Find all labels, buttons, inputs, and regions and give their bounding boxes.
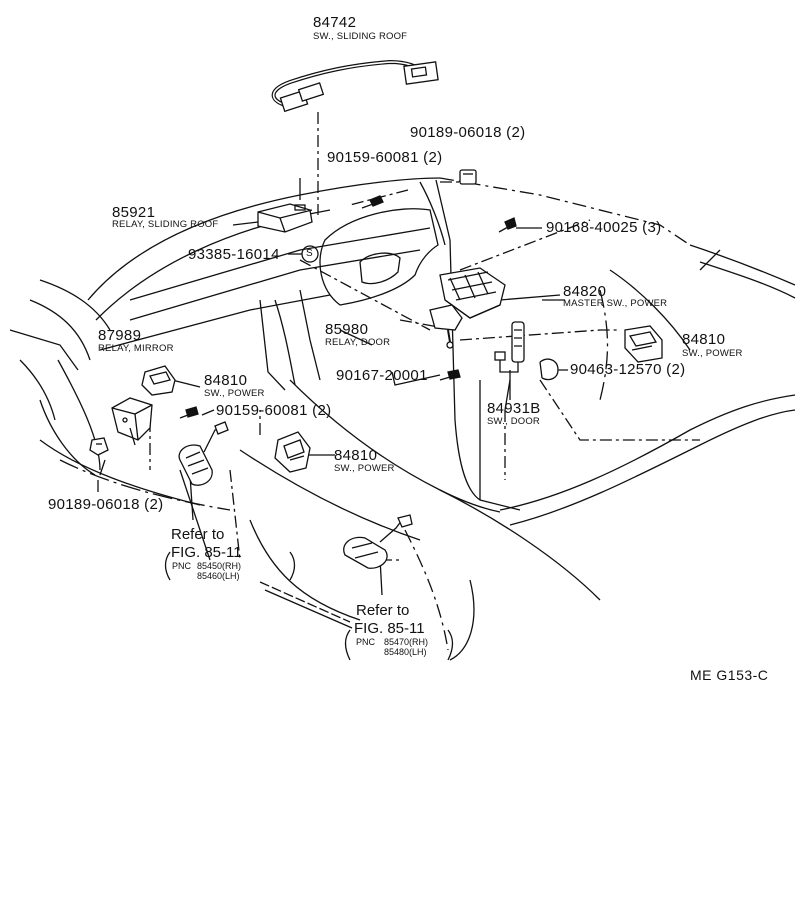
s-symbol-circle	[301, 245, 319, 263]
screw-90159-top	[361, 195, 384, 209]
label-85921-number: 85921	[112, 204, 156, 221]
label-84931-desc: SW., DOOR	[487, 416, 540, 427]
power-switch-left-upper	[141, 365, 176, 396]
ref-right-refer: Refer to	[356, 602, 410, 619]
label-90463: 90463-12570 (2)	[570, 361, 686, 378]
power-switch-right	[624, 325, 663, 363]
label-90159-top: 90159-60081 (2)	[327, 149, 443, 166]
label-84810-right-desc: SW., POWER	[682, 348, 743, 359]
label-85980-number: 85980	[325, 321, 369, 338]
clip-90463	[539, 358, 559, 381]
label-90168: 90168-40025 (3)	[546, 219, 662, 236]
ref-left-lh: 85460(LH)	[197, 571, 240, 581]
s-symbol-label: S	[306, 248, 313, 259]
vehicle-body-outline	[9, 177, 796, 661]
ref-left-fig: FIG. 85-11	[171, 544, 242, 561]
sliding-roof-switch-harness	[271, 59, 439, 113]
mirror-relay	[111, 397, 153, 446]
sliding-roof-relay	[257, 203, 313, 233]
master-power-switch	[439, 267, 506, 319]
label-90189-top: 90189-06018 (2)	[410, 124, 526, 141]
label-84820-number: 84820	[563, 283, 607, 300]
label-87989-number: 87989	[98, 327, 142, 344]
ref-right-pnc: PNC	[356, 637, 376, 647]
ref-left-pnc: PNC	[172, 561, 192, 571]
label-84810-left-number: 84810	[204, 372, 248, 389]
label-84810-mid-desc: SW., POWER	[334, 463, 395, 474]
door-relay	[429, 304, 463, 349]
clip-90189-top	[459, 169, 477, 185]
door-switch	[494, 321, 525, 373]
ref-right-fig: FIG. 85-11	[354, 620, 425, 637]
ref-right-rh: 85470(RH)	[384, 637, 429, 647]
label-84810-left-desc: SW., POWER	[204, 388, 265, 399]
power-switch-lower	[274, 431, 311, 473]
figure-code: ME G153-C	[690, 667, 769, 683]
ref-left-rh: 85450(RH)	[197, 561, 242, 571]
label-93385: 93385-16014	[188, 246, 280, 263]
clip-90189-bottom	[89, 437, 109, 456]
label-84742-number: 84742	[313, 14, 357, 31]
label-84810-right-number: 84810	[682, 331, 726, 348]
label-85980-desc: RELAY, DOOR	[325, 337, 391, 348]
screw-90168	[498, 217, 517, 233]
label-87989-desc: RELAY, MIRROR	[98, 343, 174, 354]
ref-left-refer: Refer to	[171, 526, 225, 543]
leader-lines	[149, 112, 700, 561]
label-84820-desc: MASTER SW., POWER	[563, 298, 668, 309]
label-85921-desc: RELAY, SLIDING ROOF	[112, 219, 219, 230]
ref-right-lh: 85480(LH)	[384, 647, 427, 657]
screw-90167	[439, 369, 461, 381]
label-84931-number: 84931B	[487, 400, 541, 417]
door-lock-actuator-left	[178, 421, 229, 486]
reference-brackets	[164, 551, 454, 661]
label-84742-desc: SW., SLIDING ROOF	[313, 31, 408, 42]
label-90189-bottom: 90189-06018 (2)	[48, 496, 164, 513]
label-90167: 90167-20001	[336, 367, 428, 384]
label-90159-mid: 90159-60081 (2)	[216, 402, 332, 419]
door-lock-actuator-right	[343, 514, 413, 569]
label-84810-mid-number: 84810	[334, 447, 378, 464]
screw-90159-mid	[179, 406, 199, 419]
